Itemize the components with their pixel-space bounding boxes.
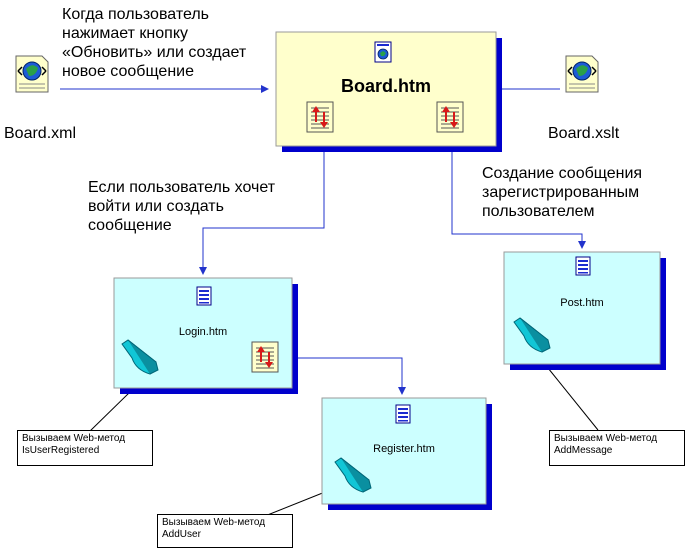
xslt-file-icon <box>565 55 599 93</box>
register-page-icon <box>395 404 411 424</box>
login-note-line: войти или создать <box>88 198 224 215</box>
login-note-line: сообщение <box>88 217 172 234</box>
post-note-line: зарегистрированным <box>482 184 640 201</box>
xml-file-icon <box>15 55 49 93</box>
login-note-line: Если пользователь хочет <box>88 179 276 196</box>
callout-is-user-registered: Вызываем Web-метод IsUserRegistered <box>17 430 153 466</box>
board-page-icon <box>374 41 392 63</box>
board-title: Board.htm <box>341 76 431 96</box>
xslt-file-label: Board.xslt <box>548 125 620 142</box>
callout-line: IsUserRegistered <box>22 445 100 456</box>
login-title: Login.htm <box>178 326 228 338</box>
callout-line: Вызываем Web-метод <box>554 433 658 444</box>
refresh-note-line: новое сообщение <box>62 63 194 80</box>
post-title: Post.htm <box>560 297 604 309</box>
login-script-icon <box>251 341 279 373</box>
callout-add-user: Вызываем Web-метод AddUser <box>157 514 293 548</box>
post-note-line: пользователем <box>482 203 595 220</box>
refresh-note-line: Когда пользователь <box>62 6 210 23</box>
xml-file-label: Board.xml <box>4 125 77 142</box>
callout-line: AddMessage <box>554 445 613 456</box>
login-page-icon <box>196 286 212 306</box>
refresh-note-line: нажимает кнопку <box>62 25 188 42</box>
post-page-icon <box>575 256 591 276</box>
callout-line: AddUser <box>162 529 201 540</box>
connector-lines <box>87 88 599 519</box>
post-note-line: Создание сообщения <box>482 165 643 182</box>
callout-line: Вызываем Web-метод <box>162 517 266 528</box>
login-note: Если пользователь хочет войти или создат… <box>88 178 275 235</box>
callout-line: Вызываем Web-метод <box>22 433 126 444</box>
refresh-note-line: «Обновить» или создает <box>62 44 247 61</box>
board-script-icon-right <box>436 101 464 133</box>
callout-add-message: Вызываем Web-метод AddMessage <box>549 430 685 466</box>
register-title: Register.htm <box>373 443 435 455</box>
refresh-note: Когда пользователь нажимает кнопку «Обно… <box>62 5 246 81</box>
board-script-icon-left <box>306 101 334 133</box>
post-note: Создание сообщения зарегистрированным по… <box>482 164 642 221</box>
